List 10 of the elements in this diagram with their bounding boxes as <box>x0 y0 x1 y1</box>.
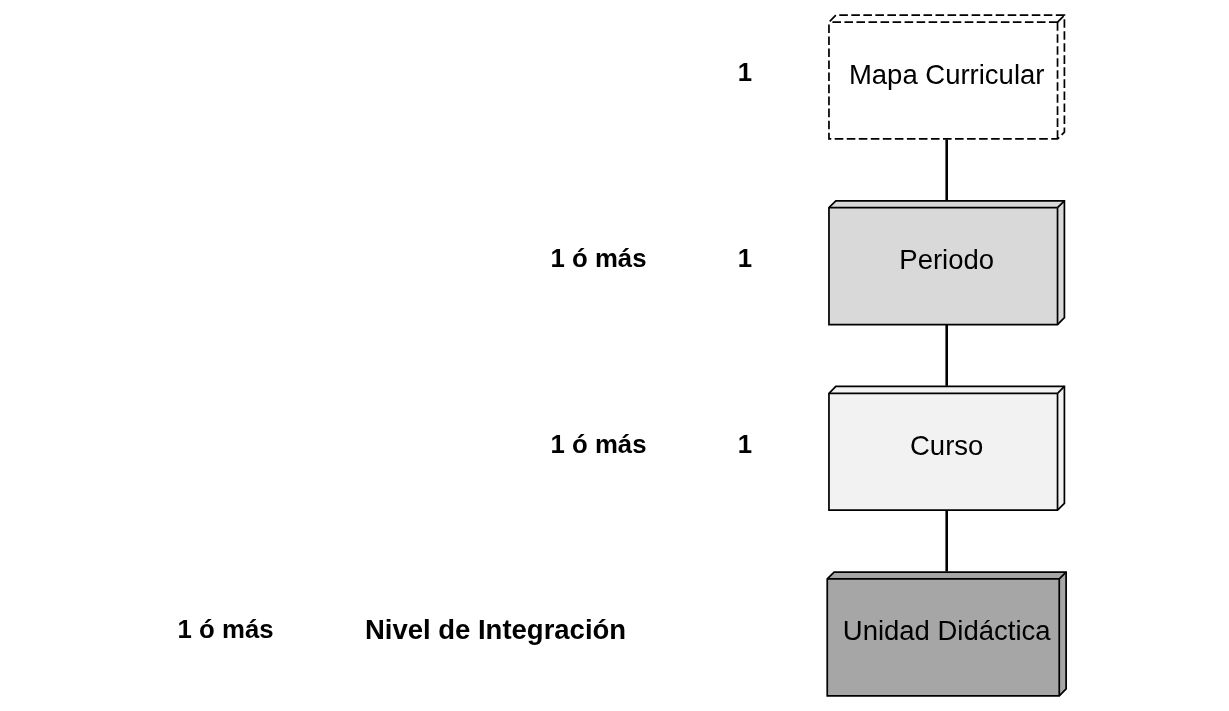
label: 1 <box>737 58 752 87</box>
label: 1 <box>737 243 752 272</box>
label: 1 ó más <box>550 429 647 458</box>
label: 1 ó más <box>550 243 647 272</box>
label: 1 ó más <box>177 615 274 644</box>
connector <box>944 510 948 572</box>
label: 1 <box>737 429 752 458</box>
connector <box>944 325 948 386</box>
label: Nivel de Integración <box>364 613 626 645</box>
connector <box>944 139 948 201</box>
